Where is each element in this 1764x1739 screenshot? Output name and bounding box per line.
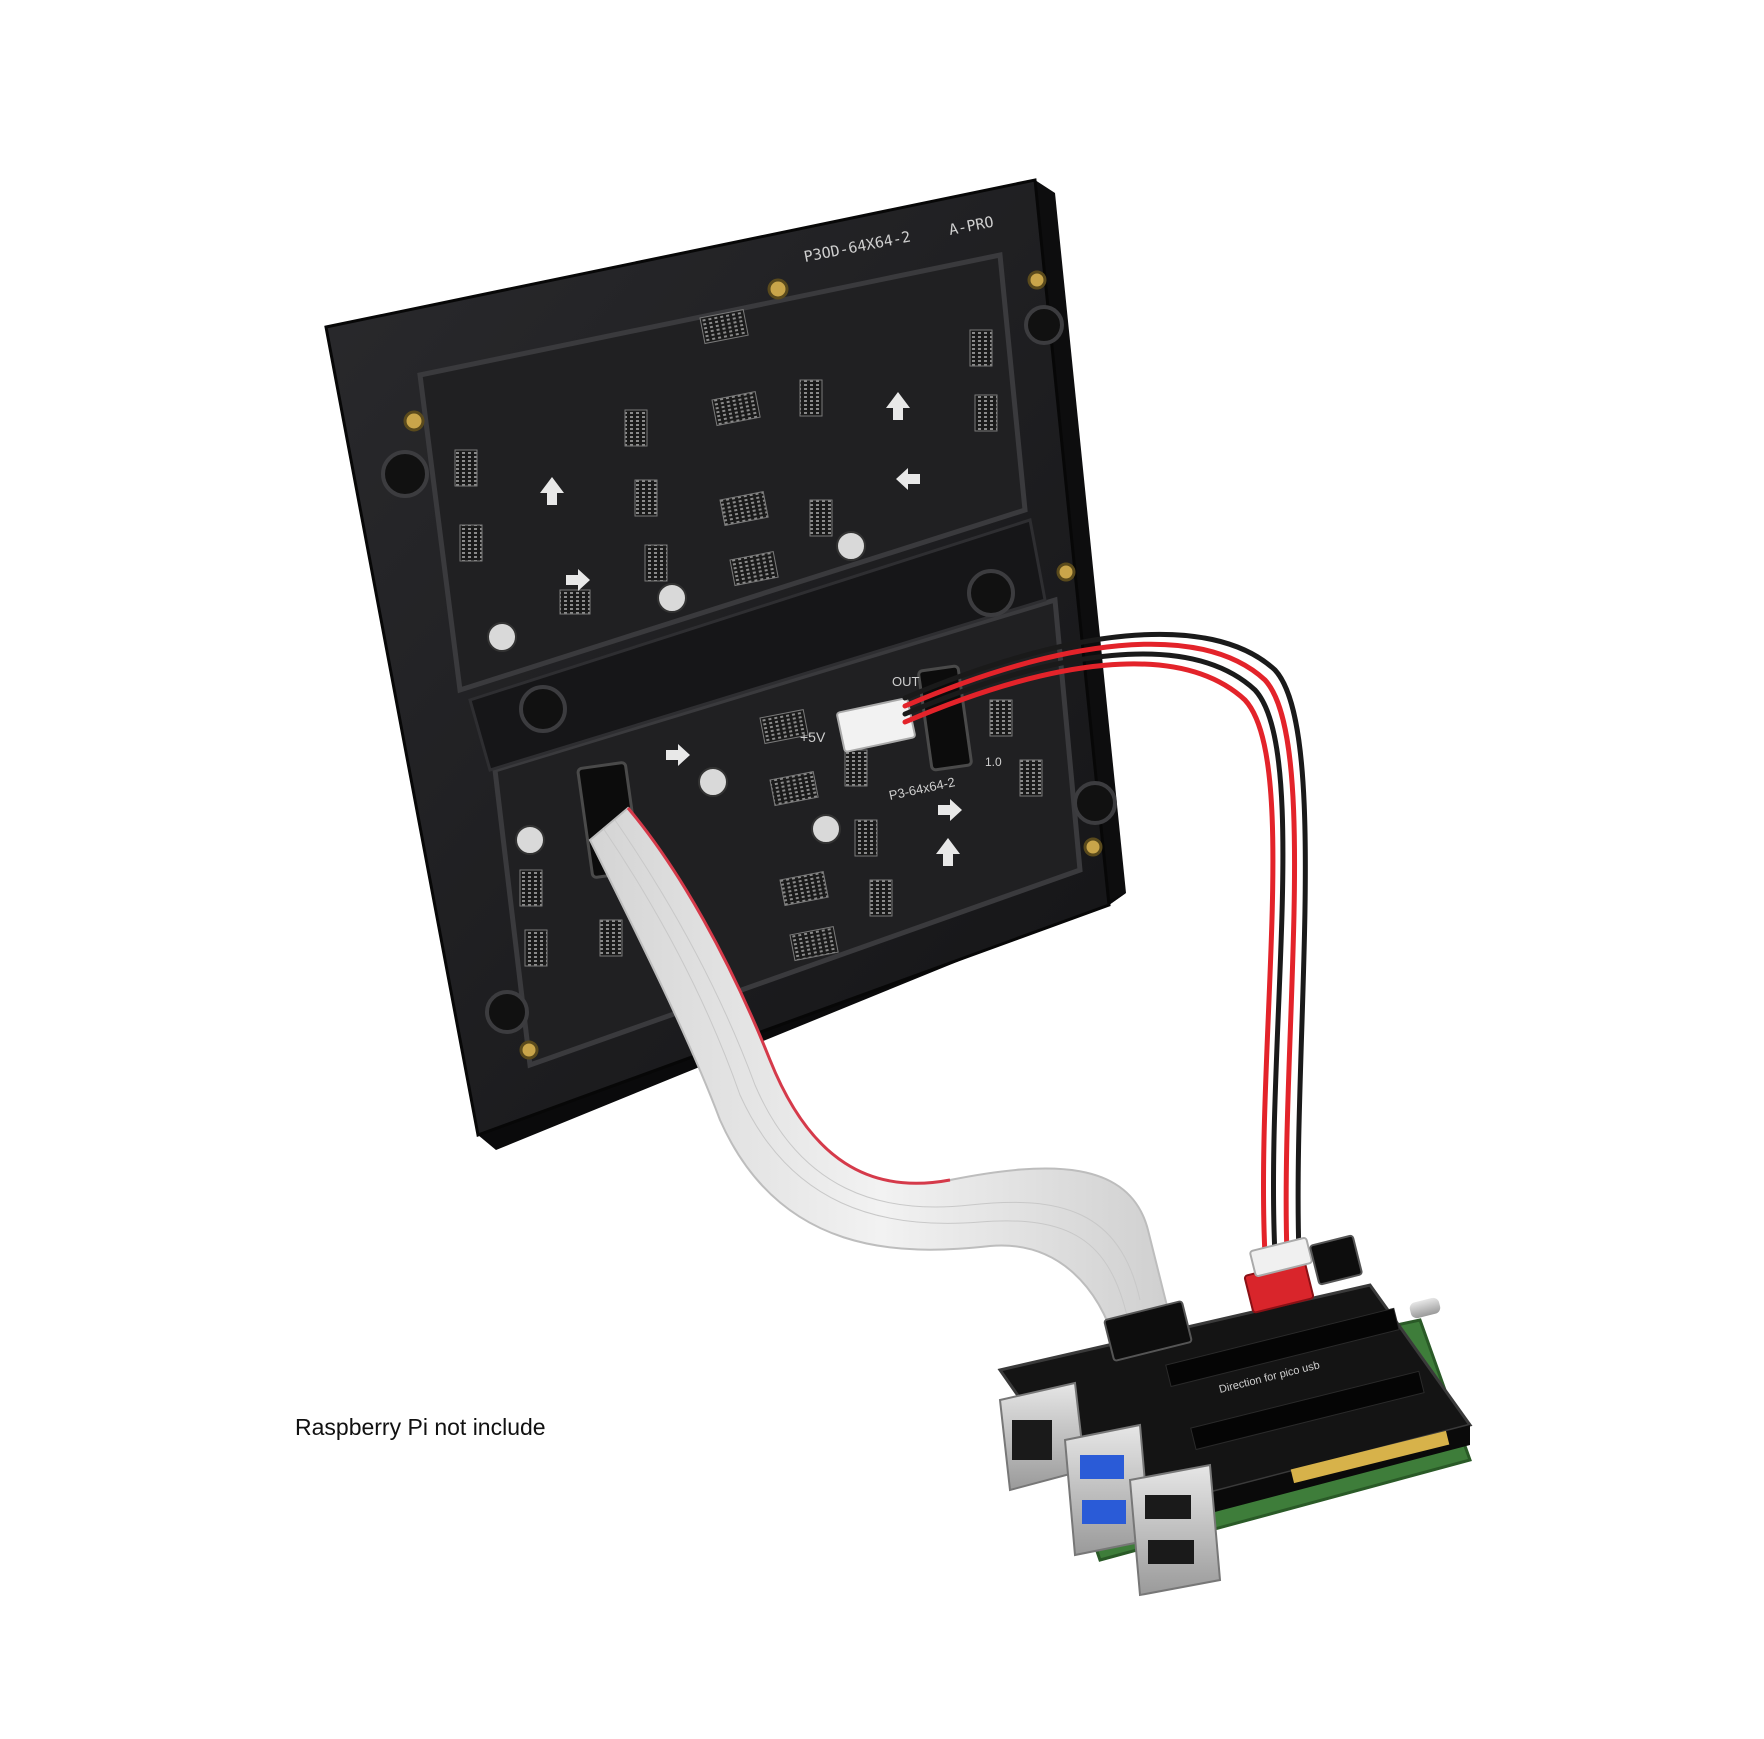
version-label: 1.0 <box>985 755 1002 769</box>
mounting-bosses <box>381 305 1117 1034</box>
pico-socket-bottom <box>1190 1370 1425 1451</box>
pico-socket-top <box>1165 1307 1400 1388</box>
caption-text: Raspberry Pi not include <box>295 1414 546 1440</box>
ribbon-stripes <box>602 819 1141 1321</box>
hat-idc-connector <box>1103 1300 1193 1362</box>
power-wires <box>902 631 1308 1258</box>
brass-inserts <box>403 270 1103 1060</box>
power-label: +5V <box>800 729 826 745</box>
direction-arrows <box>540 392 962 866</box>
ribbon-red-edge <box>626 807 951 1185</box>
gpio-header <box>1290 1430 1450 1484</box>
out-label: OUT <box>892 674 920 689</box>
led-panel: P3OD-64X64-2 A-PRO <box>324 178 1126 1150</box>
lower-chips <box>519 699 1043 967</box>
raspberry-pi-assembly: Direction for pico usb <box>997 1234 1473 1597</box>
capacitors <box>487 531 866 855</box>
upper-chips <box>454 309 998 615</box>
usb3-ports <box>1063 1423 1152 1557</box>
usb2-ports <box>1128 1463 1222 1597</box>
